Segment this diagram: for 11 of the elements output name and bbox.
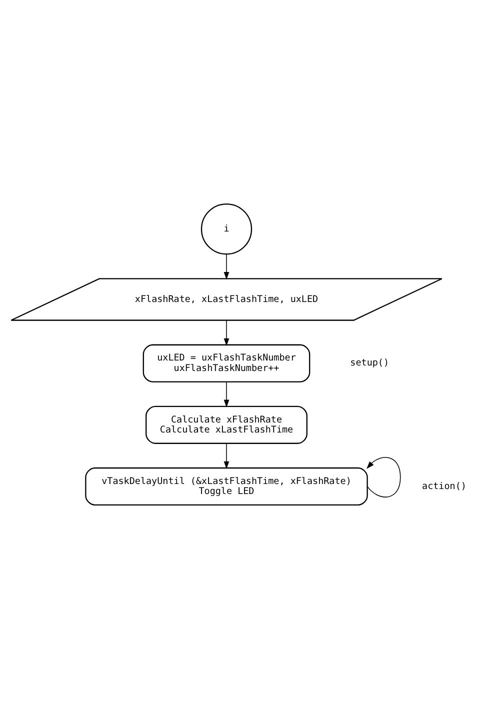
node-box: vTaskDelayUntil (&xLastFlashTime, xFlashRate) Toggle LED — [85, 466, 368, 505]
node-box: uxLED = uxFlashTaskNumber uxFlashTaskNumber++ — [142, 344, 310, 382]
arrow — [224, 381, 230, 408]
arrow — [366, 456, 401, 497]
node-circle: i — [200, 203, 252, 254]
node-box: Calculate xFlashRate Calculate xLastFlashTime — [146, 405, 308, 444]
arrow — [224, 442, 230, 469]
arrow — [224, 319, 230, 346]
label: setup() — [350, 357, 390, 368]
label: action() — [422, 480, 466, 492]
arrow — [224, 253, 230, 280]
